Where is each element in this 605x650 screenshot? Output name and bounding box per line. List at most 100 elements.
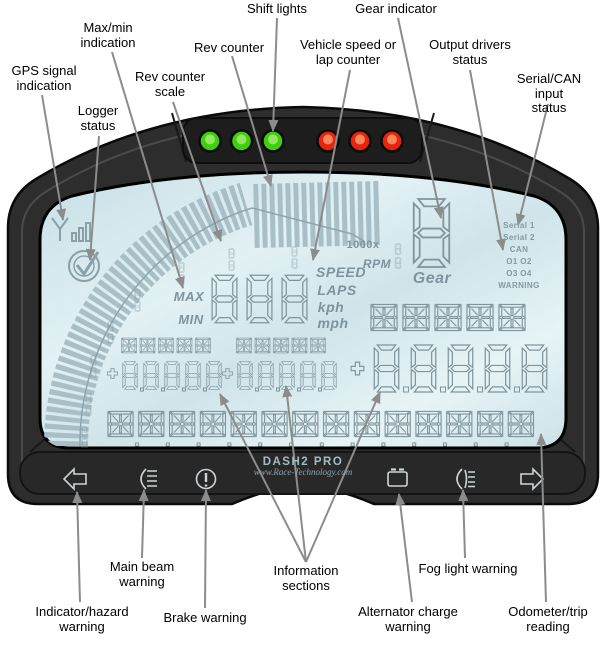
lcd-min-label: MIN <box>178 312 204 327</box>
decimal-dot <box>227 442 232 447</box>
decimal-dot <box>319 442 324 447</box>
callout-info-label: Information sections <box>273 563 339 593</box>
decimal-dot <box>203 387 207 392</box>
status-serial2: Serial 2 <box>503 233 535 242</box>
callout-line <box>282 385 307 563</box>
decimal-dot <box>412 442 417 447</box>
decimal-dot <box>350 442 355 447</box>
decimal-dot <box>165 442 170 447</box>
callout-line <box>536 433 547 603</box>
callout-line <box>395 493 413 603</box>
decimal-dot <box>196 442 201 447</box>
callout-shift-lights-label: Shift lights <box>247 1 307 16</box>
callout-logger-label: Logger status <box>77 103 119 133</box>
rev-counter-scale-line <box>79 207 365 447</box>
led-highlight <box>355 134 365 145</box>
shift-light-led <box>316 129 340 153</box>
decimal-dot <box>297 387 301 392</box>
shift-lights-leds <box>198 129 404 153</box>
indicator-hazard-icon <box>62 467 87 491</box>
decimal-dot <box>504 442 509 447</box>
callout-fog-label: Fog light warning <box>418 561 518 576</box>
callout-line <box>72 491 83 603</box>
decimal-dot <box>182 387 186 392</box>
shift-light-led <box>348 129 372 153</box>
decimal-dot <box>255 387 259 392</box>
callout-line <box>310 69 351 261</box>
callout-line <box>219 393 307 563</box>
lcd-1000x-label: 1000x <box>346 239 380 251</box>
callout-rev-counter-label: Rev counter <box>193 40 265 55</box>
rev-counter-arc <box>44 181 381 447</box>
brake-warning-icon <box>195 468 217 490</box>
lcd-mph-label: mph <box>317 315 349 331</box>
lcd-gear-label: Gear <box>412 270 452 287</box>
callout-line <box>268 17 279 132</box>
callout-line <box>138 489 149 559</box>
callout-line <box>200 489 211 609</box>
lcd-max-label: MAX <box>173 289 205 304</box>
fog-light-icon <box>456 468 475 490</box>
decimal-dot <box>318 387 322 392</box>
led-highlight <box>205 134 215 145</box>
lcd-kph-label: kph <box>317 299 345 315</box>
status-warning: WARNING <box>498 281 540 290</box>
callout-alternator-label: Alternator charge warning <box>358 604 458 634</box>
alternator-battery-icon <box>387 468 408 487</box>
callout-rev-scale-label: Rev counter scale <box>134 69 206 99</box>
led-highlight <box>387 134 397 145</box>
decimal-dot <box>403 386 409 393</box>
decimal-dot <box>161 387 165 392</box>
decimal-dot <box>514 386 520 393</box>
status-can: CAN <box>509 245 529 254</box>
callout-odometer-label: Odometer/trip reading <box>508 604 588 634</box>
callout-max-min-label: Max/min indication <box>80 20 136 50</box>
callout-main-beam-label: Main beam warning <box>109 559 175 589</box>
callout-brake-label: Brake warning <box>163 610 247 625</box>
callout-line <box>85 135 100 261</box>
callout-speed-label: Vehicle speed or lap counter <box>299 37 397 67</box>
gps-signal-icon <box>51 217 91 242</box>
decimal-dot <box>276 387 280 392</box>
callout-line <box>305 391 381 563</box>
brand-name: DASH2 PRO <box>262 456 344 468</box>
led-highlight <box>268 134 278 145</box>
shift-light-led <box>198 129 222 153</box>
decimal-dot <box>258 442 263 447</box>
callout-gps-label: GPS signal indication <box>11 63 77 93</box>
lcd-laps-label: LAPS <box>317 282 357 298</box>
callout-line <box>111 51 185 289</box>
callout-line <box>397 17 444 219</box>
led-highlight <box>323 134 333 145</box>
callout-line <box>515 103 549 226</box>
led-highlight <box>236 134 247 145</box>
lcd-segment-glyphs <box>81 198 548 448</box>
callout-gear-label: Gear indicator <box>355 1 437 16</box>
shift-light-led <box>380 129 404 153</box>
status-serial1: Serial 1 <box>503 221 535 230</box>
decimal-dot <box>440 386 446 393</box>
callout-line <box>458 489 469 559</box>
decimal-dot <box>477 386 483 393</box>
callout-indicator-label: Indicator/hazard warning <box>35 604 129 634</box>
decimal-dot <box>140 387 144 392</box>
lcd-speed-label: SPEED <box>316 264 366 280</box>
callout-line <box>172 101 223 242</box>
callout-outputs-label: Output drivers status <box>429 37 511 67</box>
main-beam-icon <box>140 468 157 490</box>
status-o1-o2: O1 O2 <box>506 257 532 266</box>
decimal-dot <box>381 442 386 447</box>
callout-line <box>41 94 67 221</box>
callout-line <box>231 55 273 187</box>
decimal-dot <box>473 442 478 447</box>
shift-light-led <box>229 129 254 153</box>
odometer-arrow-icon <box>520 467 545 491</box>
decimal-dot <box>443 442 447 447</box>
callout-line <box>469 69 506 251</box>
callout-lines <box>41 17 549 609</box>
warning-light-strip <box>19 451 586 495</box>
brand-block: DASH2 PRO www.Race-Technology.com <box>254 456 353 477</box>
status-o3-o4: O3 O4 <box>506 269 532 278</box>
